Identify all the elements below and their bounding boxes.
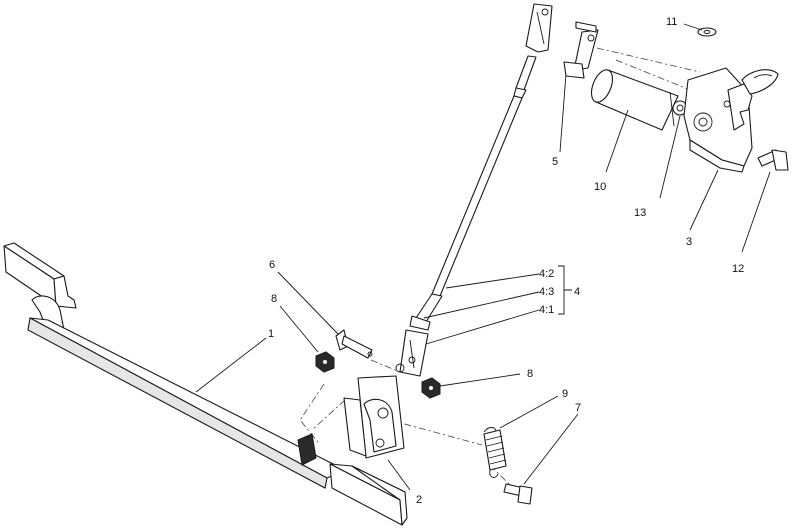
leader-8b <box>439 373 521 387</box>
callout-12: 12 <box>732 263 744 275</box>
leader-1 <box>195 337 267 393</box>
part-7-shoulder-bolt <box>503 483 533 505</box>
callout-9: 9 <box>562 388 568 400</box>
callout-4-2: 4:2 <box>539 268 554 280</box>
part-11-washer <box>697 27 717 37</box>
callout-13: 13 <box>634 207 646 219</box>
part-8-nut-left <box>315 351 335 373</box>
leader-5 <box>559 73 567 153</box>
leader-9 <box>499 395 559 429</box>
part-2-bracket <box>343 375 405 459</box>
leader-6 <box>277 271 339 335</box>
leader-4-2 <box>445 273 540 289</box>
callout-11: 11 <box>666 16 677 28</box>
leader-10 <box>605 109 629 173</box>
callout-5: 5 <box>552 156 558 168</box>
part-12-bolt <box>757 149 789 171</box>
leader-13 <box>659 115 681 199</box>
callout-8-right: 8 <box>527 368 533 380</box>
part-4-rod-assembly <box>395 3 553 377</box>
leader-2 <box>387 459 411 491</box>
callout-4: 4 <box>574 286 580 298</box>
part-5-link-clip <box>563 21 599 79</box>
part-10-spacer <box>590 69 679 131</box>
callout-1: 1 <box>268 328 274 340</box>
leader-7 <box>523 413 579 485</box>
part-8-nut-right <box>421 377 441 399</box>
bracket-4 <box>558 265 572 315</box>
callout-8-left: 8 <box>271 293 277 305</box>
callout-2: 2 <box>416 494 422 506</box>
callout-4-3: 4:3 <box>539 286 554 298</box>
part-3-latch-bracket <box>683 67 779 173</box>
leader-8a <box>279 305 319 353</box>
leader-4-1 <box>425 309 540 345</box>
leader-11 <box>683 23 703 31</box>
callout-10: 10 <box>594 181 606 193</box>
leader-lines <box>195 23 771 491</box>
callout-4-1: 4:1 <box>539 304 554 316</box>
part-6-clevis-pin <box>335 329 373 359</box>
callout-7: 7 <box>575 402 581 414</box>
leader-12 <box>741 171 771 253</box>
callout-3: 3 <box>686 236 692 248</box>
part-9-spring <box>483 427 507 478</box>
leader-4-3 <box>423 291 540 319</box>
callouts: 1 2 3 4 4:2 4:3 4:1 5 6 7 8 8 9 10 11 12… <box>268 16 744 506</box>
callout-6: 6 <box>269 259 275 271</box>
part-1-pedal-shaft <box>3 242 408 526</box>
leader-3 <box>689 169 719 231</box>
